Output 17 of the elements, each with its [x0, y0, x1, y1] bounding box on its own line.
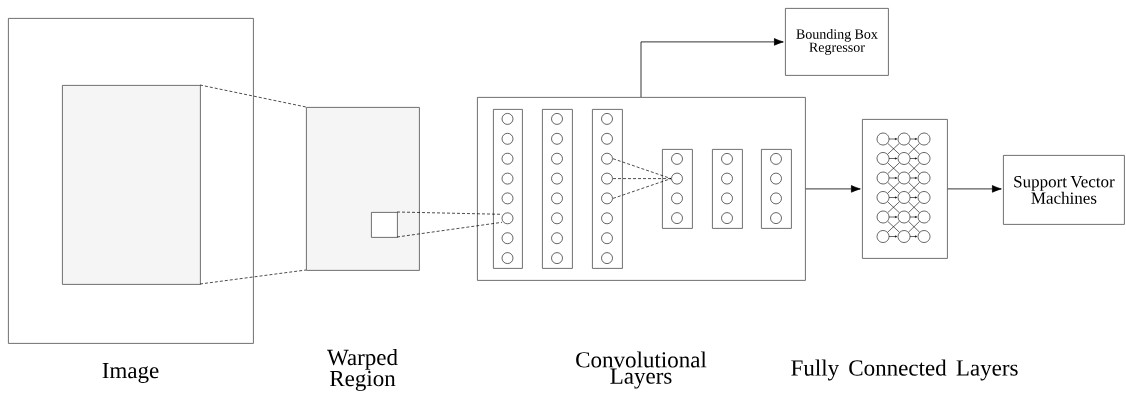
- layer-label: Convolutional Layers: [576, 351, 707, 389]
- arrow: [947, 185, 1002, 193]
- projection-line: [396, 211, 503, 215]
- arrow: [805, 185, 861, 193]
- text-box: Support Vector Machines: [1003, 155, 1125, 225]
- projection-line: [199, 84, 307, 108]
- layer-label: Image: [102, 363, 159, 384]
- projection-line: [612, 178, 672, 179]
- projection-line: [396, 221, 503, 238]
- projection-line: [199, 269, 307, 285]
- layer-label: Fully Connected Layers: [791, 359, 1018, 381]
- projection-line: [612, 178, 672, 199]
- region-box: [62, 85, 201, 285]
- layer-label: Warped Region: [327, 348, 398, 392]
- patch-square: [371, 212, 398, 238]
- text-box: Bounding Box Regressor: [785, 8, 889, 76]
- arrow: [640, 38, 784, 98]
